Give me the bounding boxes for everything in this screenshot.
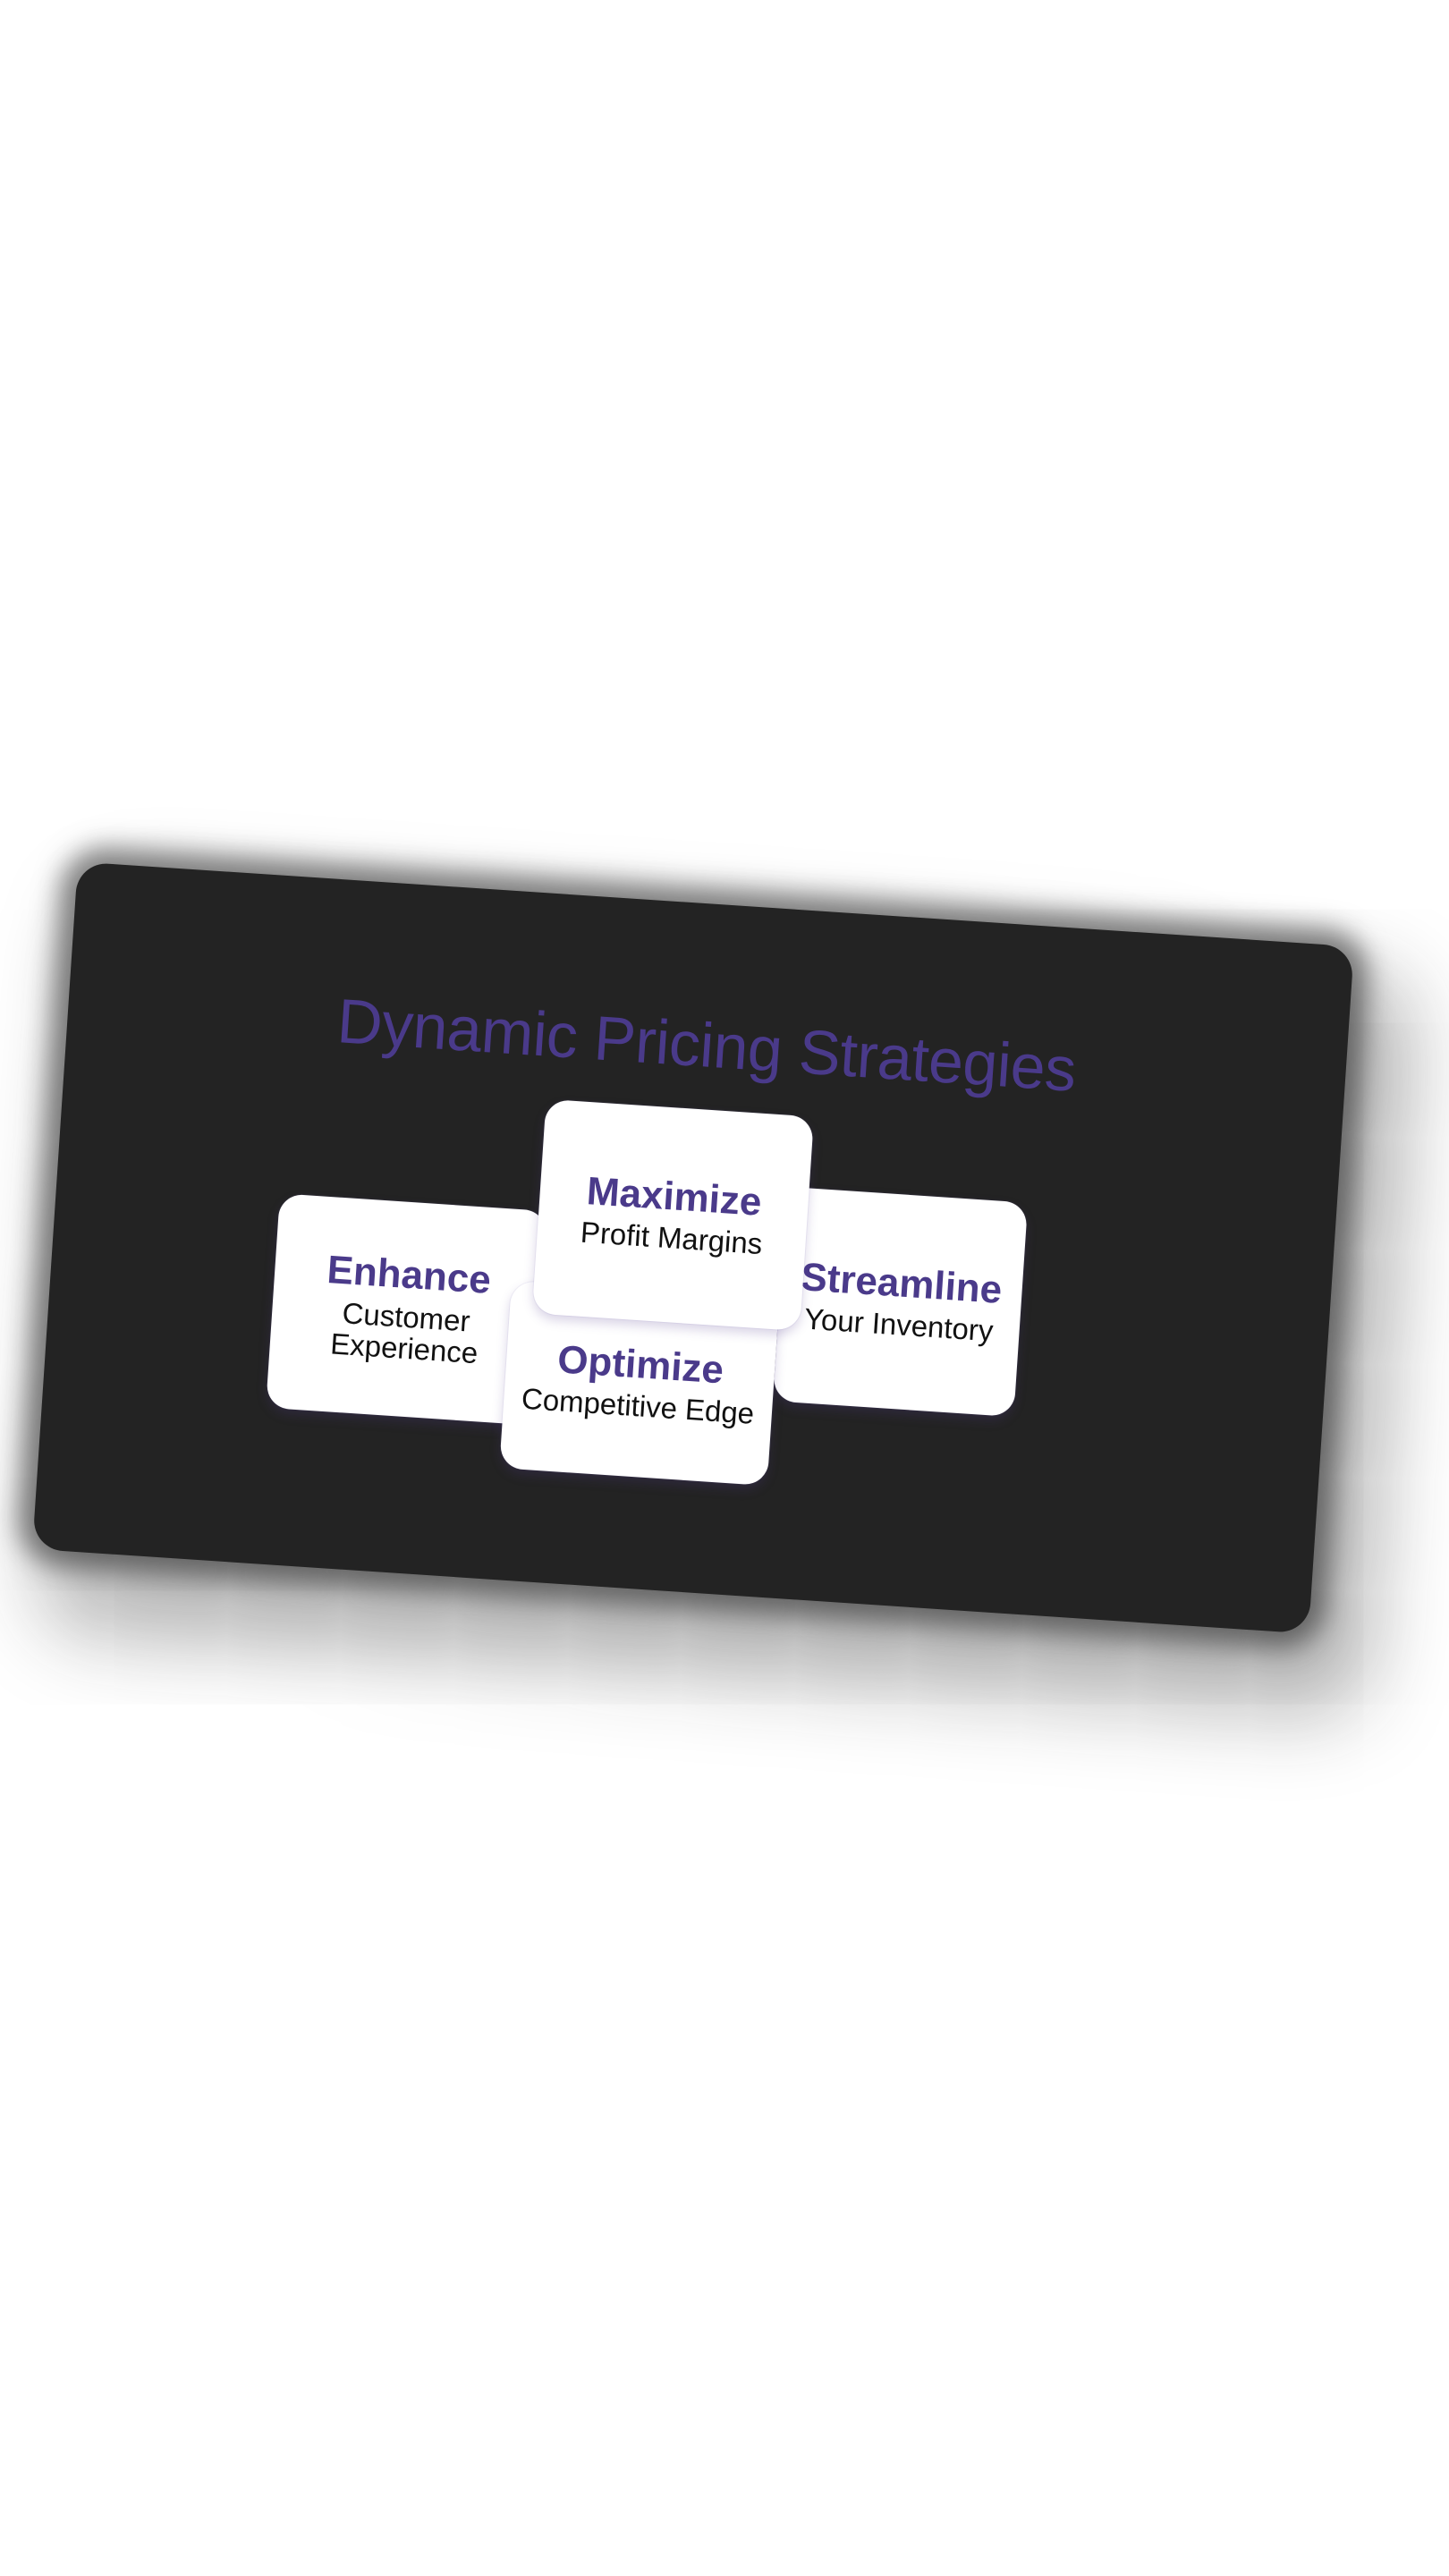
card-subtext: Customer Experience: [329, 1295, 479, 1370]
card-streamline: Streamline Your Inventory: [772, 1186, 1029, 1418]
card-maximize: Maximize Profit Margins: [531, 1098, 814, 1332]
card-heading: Maximize: [585, 1169, 763, 1224]
card-heading: Optimize: [555, 1337, 725, 1393]
card-heading: Enhance: [326, 1248, 493, 1303]
slide-panel: Dynamic Pricing Strategies Enhance Custo…: [32, 861, 1354, 1634]
slide-title: Dynamic Pricing Strategies: [335, 986, 1079, 1105]
